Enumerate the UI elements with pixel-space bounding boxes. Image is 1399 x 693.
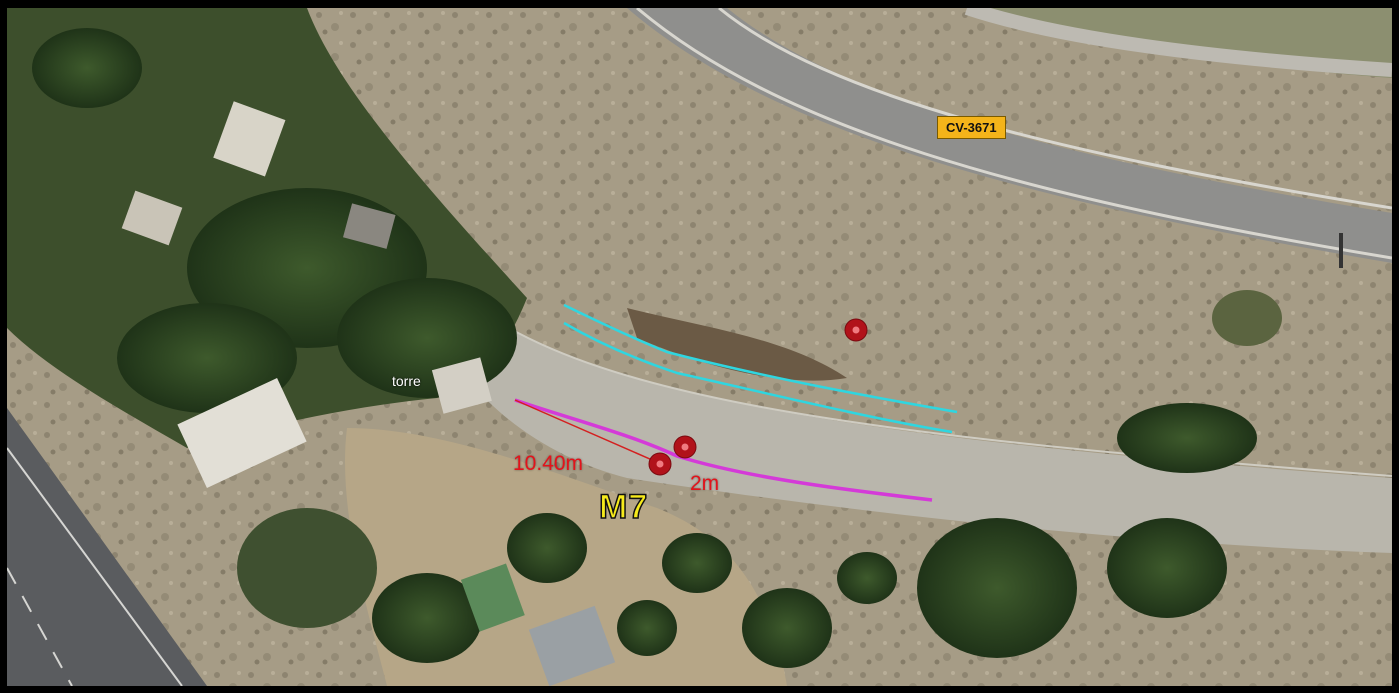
left-highway <box>7 408 207 686</box>
highway-cv3671 <box>627 8 1392 263</box>
distance-short-label: 2m <box>690 472 720 495</box>
marker-label: M7 <box>598 487 649 527</box>
satellite-map[interactable]: CV-3671 torre 10.40m 2m M7 <box>7 8 1392 686</box>
point-marker-icon[interactable] <box>844 318 868 342</box>
red-distance-line <box>514 399 660 464</box>
cyan-boundary-line-upper <box>563 303 958 414</box>
tower-label: torre <box>392 373 421 389</box>
point-marker-icon[interactable] <box>673 435 697 459</box>
distance-long-label: 10.40m <box>513 452 584 475</box>
map-canvas <box>7 8 1392 686</box>
access-road <box>467 308 1392 553</box>
road-label: CV-3671 <box>937 116 1006 139</box>
cyan-boundary-line-lower <box>563 321 953 434</box>
point-marker-icon[interactable] <box>648 452 672 476</box>
